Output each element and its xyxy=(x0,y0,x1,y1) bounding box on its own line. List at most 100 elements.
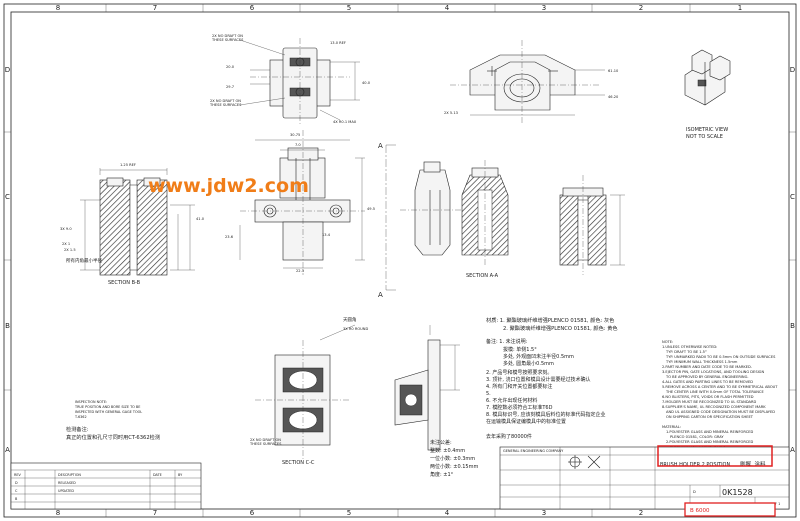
note-cn-9: 7. 模腔数必须符合工标准T6D xyxy=(486,404,553,411)
zone-ticks xyxy=(4,4,796,517)
top-view xyxy=(239,38,360,125)
row-left-a: A xyxy=(5,446,10,454)
dim-d10: 4X R0.1 MAX xyxy=(333,120,357,124)
cut-a-bot: A xyxy=(378,291,383,299)
side-view xyxy=(400,161,465,256)
highlight-box-top xyxy=(657,445,773,467)
isometric-view xyxy=(684,49,731,106)
dim-no-draft-1: 2X NO DRAFT ON xyxy=(212,34,243,38)
dim-d5: 20.0 xyxy=(226,65,235,69)
note-en-8: 4.ALL GATES AND PARTING LINES TO BE REMO… xyxy=(662,380,753,384)
section-aa xyxy=(461,160,509,265)
col-top-5: 5 xyxy=(347,4,351,12)
tol-r4: 角度: ±1° xyxy=(430,471,454,478)
note-cn-2: 多处, 外观面凹未注半径0.5mm xyxy=(503,353,574,360)
front-view xyxy=(239,130,365,275)
section-cc xyxy=(255,324,356,460)
column-labels-top: 8 7 6 5 4 3 2 1 xyxy=(56,4,742,12)
col-top-2: 2 xyxy=(639,4,643,12)
note-en-0: NOTE: xyxy=(662,340,673,344)
title-block xyxy=(499,446,790,510)
col-bot-6: 6 xyxy=(250,509,255,517)
dim-d22: 1.25 REF xyxy=(120,163,136,167)
dim-d18: 2X 5.13 xyxy=(444,111,458,115)
rev-h1: DESCRIPTION xyxy=(58,473,81,477)
note-en-3: TYP. UNMARKED RADII TO BE 0.5mm ON OUTSI… xyxy=(665,355,776,359)
tol-title: 未注公差: xyxy=(430,439,452,446)
note-cn-7: 5. xyxy=(486,391,491,397)
rev-r1-c1: UPDATED xyxy=(58,489,74,493)
row-labels: D C B A D C B A xyxy=(5,66,795,454)
row-left-b: B xyxy=(5,322,10,330)
col-bot-7: 7 xyxy=(153,509,157,517)
col-bot-8: 8 xyxy=(56,509,60,517)
dim-d19: 3X 9.0 xyxy=(60,227,72,231)
isometric-label: ISOMETRIC VIEW xyxy=(686,127,728,133)
tol-r2: 一位小数: ±0.3mm xyxy=(430,455,475,462)
dim-d24: 3X R0 ROUND xyxy=(343,327,368,331)
col-top-3: 3 xyxy=(542,4,546,12)
dim-d15: 23.6 xyxy=(225,235,234,239)
row-right-d: D xyxy=(790,66,795,74)
mat-en-0: MATERIAL: xyxy=(662,425,681,429)
note-en-1: 1.UNLESS OTHERWISE NOTED: xyxy=(662,345,717,349)
row-right-b: B xyxy=(790,322,795,330)
col-top-6: 6 xyxy=(250,4,255,12)
end-view-top xyxy=(450,40,605,125)
note-en-10: THE CENTER LINE WITH 0.0mm OF TOTAL TOLE… xyxy=(665,390,764,394)
dim-d6: 40.0 xyxy=(362,81,371,85)
col-bot-2: 2 xyxy=(639,509,643,517)
note-en-7: TO BE APPROVED BY GENERAL ENGINEERING. xyxy=(665,375,749,379)
row-right-c: C xyxy=(790,193,795,201)
notes-en: NOTE: 1.UNLESS OTHERWISE NOTED: TYP. DRA… xyxy=(662,340,778,419)
dim-d7: 29.7 xyxy=(226,85,234,89)
note-en-14: AND UL ASSIGNED CODE DESIGNATION MUST BE… xyxy=(666,410,775,414)
dim-no-draft-3b: THESE SURFACES xyxy=(249,442,282,446)
mat-en-1: 1.POLYESTER GLASS AND MINERAL REINFORCED xyxy=(666,430,753,434)
cut-a-top: A xyxy=(378,142,383,150)
dim-no-draft-2: 2X NO DRAFT ON xyxy=(210,99,241,103)
dim-d11: 7.0 xyxy=(295,143,301,147)
row-right-a: A xyxy=(790,446,795,454)
col-top-4: 4 xyxy=(445,4,450,12)
inspect-note: 真正的位置和孔尺寸同时用CT-6362检测 xyxy=(66,433,160,441)
dim-d14: 22.3 xyxy=(296,269,304,273)
tol-r1: 整数: ±0.4mm xyxy=(430,447,465,454)
dim-d12: 13.4 xyxy=(322,233,331,237)
rev-r2-c0: B xyxy=(15,497,18,501)
note-cn-0: 备注: 1. 未注说明: xyxy=(486,338,528,345)
inner-frame xyxy=(10,11,790,510)
note-en-13: 8.SUPPLIER'S NAME, UL RECOGNIZED COMPONE… xyxy=(662,405,766,409)
size: D xyxy=(693,490,696,494)
rev-h2: DATE xyxy=(153,473,162,477)
tolerance-block: 未注公差: 整数: ±0.4mm 一位小数: ±0.3mm 两位小数: ±0.1… xyxy=(430,439,478,478)
dim-d4: 13.0 REF xyxy=(330,41,346,45)
note-en-11: 6.NO BLISTERS, PITS, VOIDS OR FLASH PERM… xyxy=(662,395,754,399)
rev-h3: BY xyxy=(178,473,183,477)
col-bot-4: 4 xyxy=(445,509,450,517)
company: GENERAL ENGINEERING COMPANY xyxy=(503,449,564,453)
note-cn-1: 拔模: 单侧1.5° xyxy=(503,346,537,353)
dim-d13: 30.75 xyxy=(290,133,300,137)
note-en-9: 5.REMOVE ACROSS A CENTER AND TO BE SYMME… xyxy=(662,385,778,389)
notes-cn: 备注: 1. 未注说明: 拔模: 单侧1.5° 多处, 外观面凹未注半径0.5m… xyxy=(486,338,606,425)
note-hole: 所有内角最小半径 xyxy=(66,257,102,264)
dim-d17: 49.5 xyxy=(367,207,375,211)
note-cn-10: 8. 模具标识号, 应该刻模具后料位的标准代码指定企业 xyxy=(486,411,606,418)
stamp: B 6000 xyxy=(690,508,710,514)
dim-d16: 41.0 xyxy=(196,217,205,221)
side-section-right xyxy=(559,175,625,275)
section-bb-label: SECTION B-B xyxy=(108,280,141,286)
note-en-5: 2.PART NUMBER AND DATE CODE TO BE MARKED… xyxy=(662,365,752,369)
inspect-title: 检测备注: xyxy=(66,425,89,433)
dim-no-draft-1b: THESE SURFACES xyxy=(211,38,244,42)
col-top-7: 7 xyxy=(153,4,157,12)
note-en-4: TYP. MINIMUM WALL THICKNESS 1.5mm xyxy=(665,360,738,364)
revision-block xyxy=(10,462,202,510)
col-top-8: 8 xyxy=(56,4,60,12)
tol-r3: 两位小数: ±0.15mm xyxy=(430,463,478,470)
mat-en-3: 2.POLYESTER GLASS AND MINERAL REINFORCED xyxy=(666,440,753,444)
part-name: BRUSH HOLDER 2 POSITION xyxy=(660,462,730,468)
rev-r0-c0: D xyxy=(15,481,18,485)
part-name-cn: 刷握, 涂料 xyxy=(740,460,766,468)
